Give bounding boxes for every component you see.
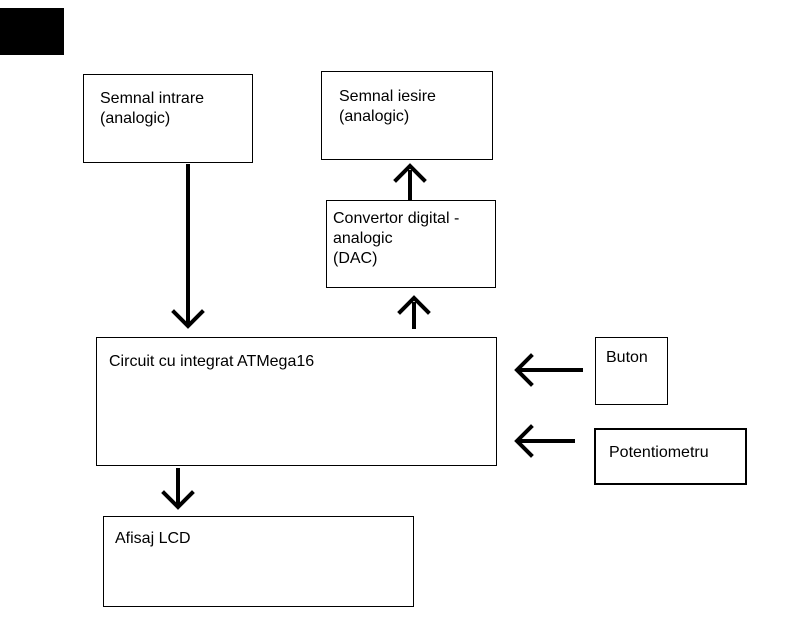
node-label-line: Semnal iesire (339, 88, 436, 105)
node-semnal-iesire: Semnal iesire (analogic) (321, 71, 493, 160)
node-label-line: (DAC) (333, 250, 378, 267)
node-potentiometru: Potentiometru (594, 428, 747, 485)
node-buton: Buton (595, 337, 668, 405)
node-afisaj-lcd: Afisaj LCD (103, 516, 414, 607)
node-circuit-atmega16: Circuit cu integrat ATMega16 (96, 337, 497, 466)
arrow-circuit-to-lcd (161, 468, 195, 510)
arrow-intrare-to-circuit (171, 164, 205, 329)
node-semnal-intrare: Semnal intrare (analogic) (83, 74, 253, 163)
node-label-line: (analogic) (100, 110, 171, 127)
arrow-potentiometru-to-circuit (514, 424, 575, 458)
arrow-buton-to-circuit (514, 353, 583, 387)
black-rectangle-artifact (0, 8, 64, 55)
node-convertor-dac: Convertor digital - analogic (DAC) (326, 200, 496, 288)
node-label-line: analogic (333, 230, 393, 247)
node-label-line: Circuit cu integrat ATMega16 (109, 353, 315, 370)
arrow-circuit-to-dac (397, 295, 431, 329)
node-label-line: Semnal intrare (100, 90, 205, 107)
node-label-line: Afisaj LCD (115, 530, 191, 547)
node-label-line: Convertor digital - (333, 210, 460, 227)
arrow-dac-to-iesire (393, 163, 427, 201)
node-label-line: Buton (606, 349, 648, 366)
node-label-line: Potentiometru (609, 444, 709, 461)
node-label-line: (analogic) (339, 108, 410, 125)
